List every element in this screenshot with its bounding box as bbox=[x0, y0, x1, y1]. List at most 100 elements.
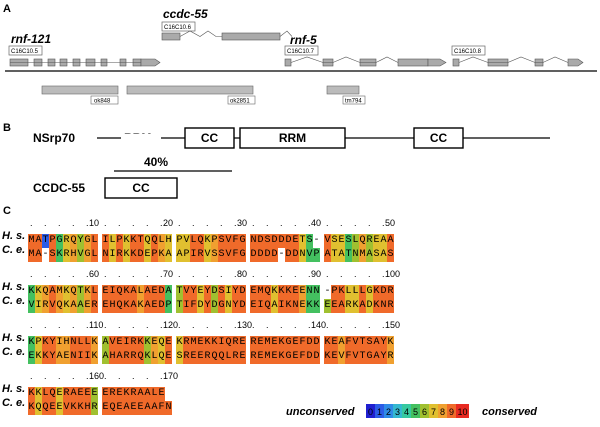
ruler-dot: . bbox=[220, 218, 223, 228]
panel-c-label: C bbox=[3, 205, 11, 217]
ruler-dot: . bbox=[266, 320, 269, 330]
residue: E bbox=[373, 234, 380, 248]
residue: R bbox=[204, 350, 211, 364]
ruler-dot: . bbox=[308, 269, 311, 279]
residue: E bbox=[116, 336, 123, 350]
residue: E bbox=[197, 336, 204, 350]
legend-unconserved: unconserved bbox=[286, 406, 355, 418]
residue: L bbox=[151, 387, 158, 401]
residue: R bbox=[91, 401, 98, 415]
residue: N bbox=[102, 248, 109, 262]
residue: R bbox=[197, 248, 204, 262]
residue: E bbox=[137, 401, 144, 415]
residue: E bbox=[102, 401, 109, 415]
residue: G bbox=[285, 350, 292, 364]
ruler-dot: . bbox=[146, 269, 149, 279]
species-label-hs: H. s. bbox=[2, 281, 26, 293]
residue: S bbox=[49, 248, 56, 262]
residue: F bbox=[299, 350, 306, 364]
residue: K bbox=[84, 285, 91, 299]
residue: E bbox=[116, 401, 123, 415]
residue: P bbox=[151, 248, 158, 262]
residue: K bbox=[77, 401, 84, 415]
residue: E bbox=[102, 387, 109, 401]
residue: N bbox=[70, 350, 77, 364]
residue: E bbox=[158, 387, 165, 401]
residue: K bbox=[352, 299, 359, 313]
residue: A bbox=[49, 285, 56, 299]
residue: Q bbox=[218, 350, 225, 364]
residue: E bbox=[56, 387, 63, 401]
ruler-dot: . bbox=[340, 218, 343, 228]
residue: V bbox=[324, 234, 331, 248]
ruler-tick: 20 bbox=[163, 218, 174, 228]
ruler-tick: 70 bbox=[163, 269, 174, 279]
species-label-ce: C. e. bbox=[2, 346, 26, 358]
residue: H bbox=[109, 299, 116, 313]
residue: E bbox=[151, 299, 158, 313]
residue: K bbox=[42, 350, 49, 364]
residue: N bbox=[299, 248, 306, 262]
residue: R bbox=[232, 350, 239, 364]
ruler-dot: . bbox=[234, 320, 237, 330]
residue: A bbox=[70, 299, 77, 313]
residue: K bbox=[56, 248, 63, 262]
ruler-dot: . bbox=[72, 320, 75, 330]
ruler-dot: . bbox=[118, 320, 121, 330]
residue: A bbox=[373, 336, 380, 350]
residue: G bbox=[239, 234, 246, 248]
residue: K bbox=[123, 234, 130, 248]
residue: E bbox=[130, 401, 137, 415]
residue: M bbox=[56, 285, 63, 299]
residue: - bbox=[278, 248, 285, 262]
residue: G bbox=[84, 248, 91, 262]
ruler-dot: . bbox=[72, 269, 75, 279]
scale-swatch-9 bbox=[447, 404, 456, 418]
species-label-hs: H. s. bbox=[2, 230, 26, 242]
residue: L bbox=[91, 248, 98, 262]
residue: Y bbox=[232, 299, 239, 313]
panel-b-label: B bbox=[3, 122, 11, 134]
residue: E bbox=[165, 336, 172, 350]
residue: A bbox=[144, 285, 151, 299]
residue: H bbox=[63, 336, 70, 350]
residue: Q bbox=[42, 285, 49, 299]
alignment-ruler: .....160.....170 bbox=[28, 371, 588, 381]
residue: K bbox=[387, 336, 394, 350]
residue: R bbox=[63, 248, 70, 262]
residue: V bbox=[109, 336, 116, 350]
ruler-dot: . bbox=[104, 218, 107, 228]
ruler-dot: . bbox=[146, 371, 149, 381]
gene-ccdc-55-label: ccdc-55 bbox=[163, 7, 208, 21]
residue: P bbox=[211, 234, 218, 248]
residue: K bbox=[35, 285, 42, 299]
ruler-tick: 50 bbox=[385, 218, 396, 228]
residue: K bbox=[144, 350, 151, 364]
residue: A bbox=[56, 350, 63, 364]
residue: K bbox=[130, 248, 137, 262]
ruler-dot: . bbox=[86, 269, 89, 279]
nsrp70-domain-cc-1 bbox=[184, 127, 235, 149]
scale-swatch-6 bbox=[420, 404, 429, 418]
ruler-dot: . bbox=[30, 218, 33, 228]
residue: E bbox=[151, 336, 158, 350]
residue: T bbox=[299, 234, 306, 248]
residue: Q bbox=[70, 234, 77, 248]
residue: N bbox=[352, 248, 359, 262]
residue: A bbox=[116, 350, 123, 364]
residue: R bbox=[387, 350, 394, 364]
ruler-dot: . bbox=[118, 371, 121, 381]
residue: D bbox=[257, 248, 264, 262]
residue: I bbox=[35, 299, 42, 313]
residue: T bbox=[359, 336, 366, 350]
residue: A bbox=[130, 285, 137, 299]
residue: I bbox=[109, 285, 116, 299]
residue: E bbox=[331, 299, 338, 313]
residue: E bbox=[239, 336, 246, 350]
residue: I bbox=[84, 350, 91, 364]
residue: A bbox=[144, 299, 151, 313]
residue: E bbox=[116, 387, 123, 401]
residue: K bbox=[63, 299, 70, 313]
residue: Y bbox=[232, 285, 239, 299]
residue: N bbox=[70, 336, 77, 350]
